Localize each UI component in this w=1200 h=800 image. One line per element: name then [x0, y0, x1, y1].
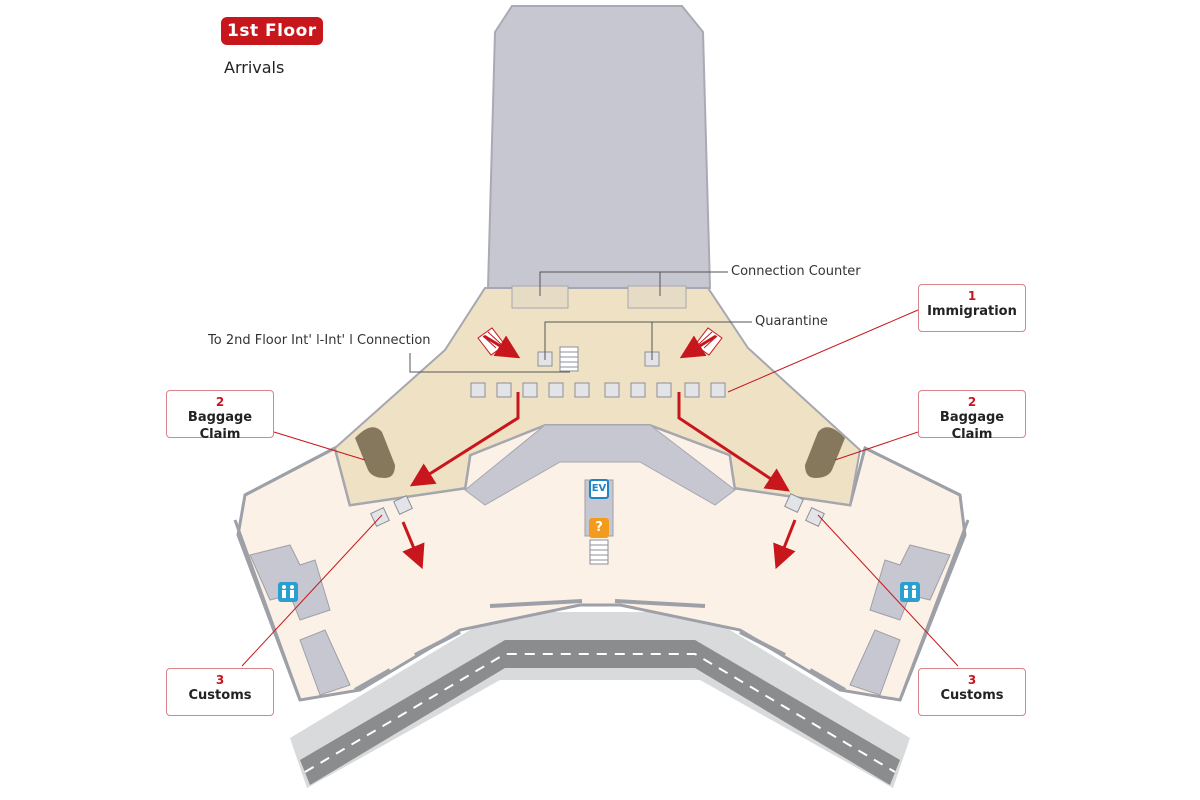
callout-label: Customs: [940, 688, 1004, 703]
connection-counter-label: Connection Counter: [731, 264, 861, 279]
callout-label: Immigration: [927, 304, 1017, 319]
side-walls: [233, 446, 970, 701]
callout-number: 2: [215, 395, 225, 409]
restroom-icon: [278, 582, 298, 602]
callout-immigration: 1 Immigration: [918, 284, 1026, 332]
central-stairs: [589, 539, 609, 565]
baggage-carousel-right: [805, 427, 845, 478]
immigration-booths: [470, 382, 726, 398]
callout-number: 2: [967, 395, 977, 409]
quarantine-label: Quarantine: [755, 314, 828, 329]
baggage-carousel-left: [355, 427, 395, 478]
central-building-core: [464, 424, 736, 506]
floor-badge: 1st Floor: [221, 17, 323, 45]
restroom-icon: [900, 582, 920, 602]
information-icon: ?: [589, 518, 609, 538]
callout-customs-left: 3 Customs: [166, 668, 274, 716]
hall-facade: [354, 599, 846, 692]
floor-subtitle: Arrivals: [224, 58, 285, 77]
callout-number: 3: [215, 673, 225, 687]
north-pier: [486, 5, 712, 289]
callout-baggage-claim-left: 2 Baggage Claim: [166, 390, 274, 442]
route-arrows: [401, 334, 797, 570]
customs-counters: [370, 493, 825, 527]
stairs-to-second-floor: [559, 346, 579, 372]
callout-customs-right: 3 Customs: [918, 668, 1026, 716]
callout-label: Baggage Claim: [939, 410, 1005, 442]
callout-number: 1: [967, 289, 977, 303]
callout-number: 3: [967, 673, 977, 687]
elevator-icon: EV: [589, 479, 609, 499]
connection-counters: [511, 285, 687, 309]
callout-baggage-claim-right: 2 Baggage Claim: [918, 390, 1026, 442]
callout-label: Baggage Claim: [187, 410, 253, 442]
second-floor-connection-label: To 2nd Floor Int' l-Int' l Connection: [208, 333, 431, 348]
leader-lines: [241, 271, 959, 667]
callout-label: Customs: [188, 688, 252, 703]
road: [290, 612, 910, 788]
